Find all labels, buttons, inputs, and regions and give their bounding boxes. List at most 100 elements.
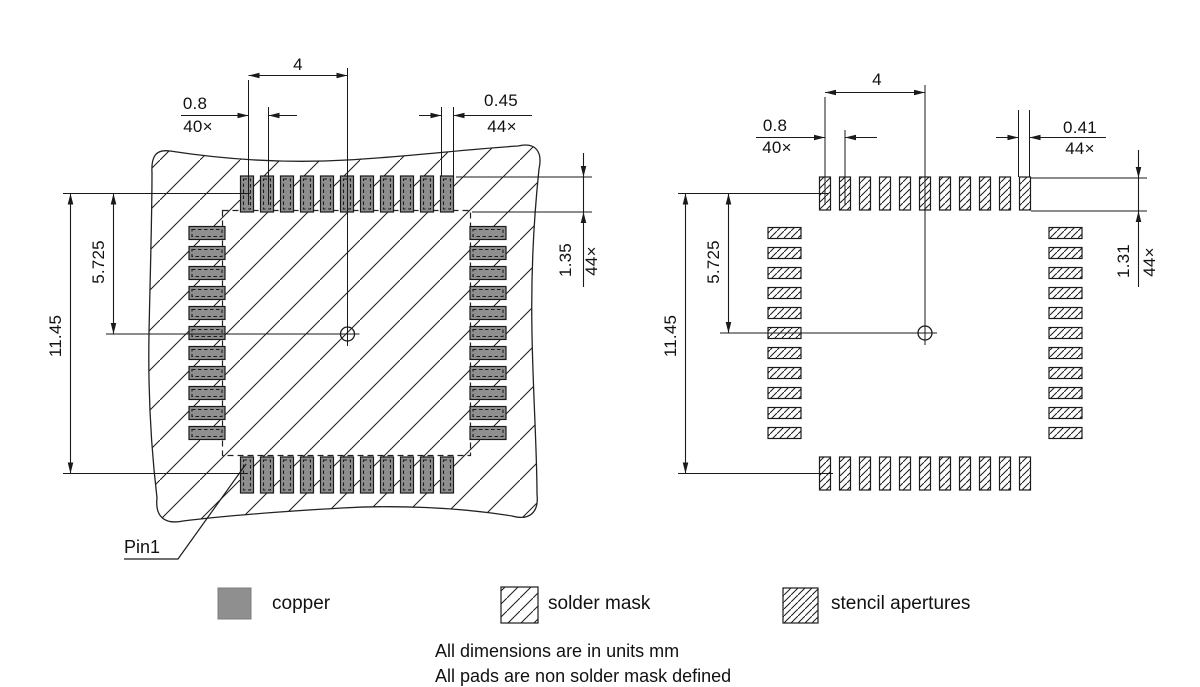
copper-pad [188, 245, 226, 261]
stencil-aperture [958, 176, 972, 211]
construction-lines [63, 68, 1147, 474]
arrowhead [682, 462, 689, 474]
copper-pad [469, 405, 507, 421]
stencil-outline-on-pad [262, 459, 272, 491]
arrowhead [453, 112, 465, 119]
note-mask-defined: All pads are non solder mask defined [435, 666, 732, 686]
copper-pad [188, 225, 226, 241]
arrowhead [580, 212, 587, 223]
stencil-aperture [998, 456, 1012, 491]
stencil-aperture [767, 266, 802, 280]
stencil-outline-on-pad [382, 178, 392, 210]
copper-pad [399, 175, 415, 213]
copper-pad [319, 175, 335, 213]
stencil-aperture [1048, 426, 1083, 440]
stencil-aperture [767, 346, 802, 360]
stencil-aperture [1048, 386, 1083, 400]
stencil-aperture [1018, 456, 1032, 491]
dim-right-aperture-length-value: 1.31 [1114, 244, 1133, 278]
dim-right-pitch-value: 0.8 [762, 116, 788, 135]
copper-pad [419, 175, 435, 213]
stencil-outline-on-pad [262, 178, 272, 210]
copper-pad [339, 456, 355, 494]
stencil-aperture [978, 176, 992, 211]
stencil-outline-on-pad [191, 368, 223, 378]
arrowhead [814, 134, 825, 141]
copper-pad [299, 456, 315, 494]
arrowhead [110, 193, 117, 205]
dim-right-pitch-count: 40× [762, 138, 792, 157]
copper-pad [469, 365, 507, 381]
arrowhead [845, 134, 856, 141]
stencil-aperture [1048, 326, 1083, 340]
stencil-aperture [1048, 366, 1083, 380]
copper-pad [188, 385, 226, 401]
stencil-aperture [767, 386, 802, 400]
stencil-aperture [878, 456, 892, 491]
stencil-outline-on-pad [191, 428, 223, 438]
copper-pad [279, 175, 295, 213]
note-units: All dimensions are in units mm [435, 641, 680, 661]
stencil-aperture [767, 306, 802, 320]
copper-pad [188, 305, 226, 321]
arrowhead [825, 89, 836, 96]
copper-pad [469, 425, 507, 441]
stencil-outline-on-pad [282, 178, 292, 210]
copper-pad [188, 285, 226, 301]
dim-left-pad-width-count: 44× [487, 117, 517, 136]
arrowhead [430, 112, 442, 119]
stencil-outline-on-pad [472, 388, 504, 398]
stencil-outline-on-pad [191, 408, 223, 418]
stencil-outline-on-pad [342, 459, 352, 491]
copper-pad [469, 385, 507, 401]
stencil-outline-on-pad [402, 459, 412, 491]
stencil-aperture [878, 176, 892, 211]
stencil-outline-on-pad [472, 348, 504, 358]
stencil-aperture [767, 286, 802, 300]
stencil-outline-on-pad [191, 268, 223, 278]
stencil-aperture [898, 176, 912, 211]
stencil-apertures-swatch [782, 587, 819, 624]
dim-left-full-span: 11.45 [46, 314, 65, 358]
stencil-outline-on-pad [382, 459, 392, 491]
arrowhead [725, 193, 732, 205]
stencil-outline-on-pad [472, 428, 504, 438]
copper-pad [469, 305, 507, 321]
copper-pad [379, 175, 395, 213]
arrowhead [268, 112, 280, 119]
copper-pad [469, 325, 507, 341]
copper-pad [469, 245, 507, 261]
dim-right-full-span: 11.45 [661, 314, 680, 358]
copper-pad [279, 456, 295, 494]
stencil-outline-on-pad [472, 288, 504, 298]
copper-pad [379, 456, 395, 494]
stencil-outline-on-pad [472, 228, 504, 238]
stencil-outline-on-pad [191, 288, 223, 298]
dim-right-center-to-row: 4 [872, 70, 882, 89]
arrowhead [67, 193, 74, 205]
copper-pad [319, 456, 335, 494]
stencil-aperture [998, 176, 1012, 211]
stencil-aperture [767, 366, 802, 380]
stencil-aperture [938, 176, 952, 211]
stencil-outline-on-pad [472, 308, 504, 318]
copper-pad [188, 405, 226, 421]
stencil-outline-on-pad [472, 408, 504, 418]
dim-left-pad-length-value: 1.35 [556, 243, 575, 277]
dim-left-half-span: 5.725 [89, 240, 108, 284]
copper-pad [439, 456, 455, 494]
stencil-outline-on-pad [242, 178, 252, 210]
stencil-outline-on-pad [191, 348, 223, 358]
stencil-outline-on-pad [191, 328, 223, 338]
copper-pad [469, 345, 507, 361]
stencil-aperture [767, 426, 802, 440]
stencil-aperture [958, 456, 972, 491]
stencil-aperture [1048, 226, 1083, 240]
legend-copper-label: copper [272, 593, 331, 614]
left-view-center-marker [335, 322, 360, 346]
dim-left-pitch-count: 40× [183, 117, 213, 136]
copper-pad [469, 225, 507, 241]
arrowhead [580, 166, 587, 177]
copper-swatch [217, 587, 252, 620]
stencil-outline-on-pad [322, 178, 332, 210]
